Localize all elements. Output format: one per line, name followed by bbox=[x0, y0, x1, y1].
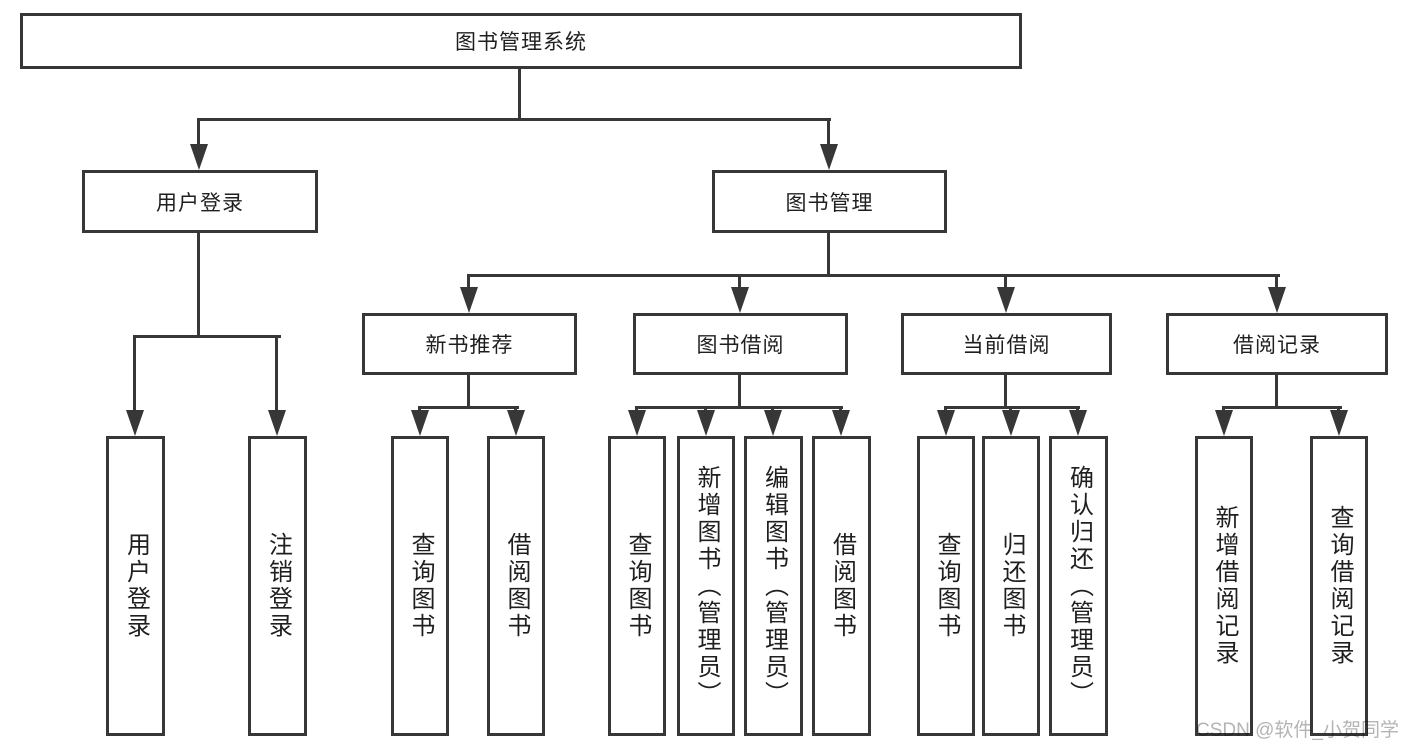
arrow-down-icon bbox=[411, 410, 429, 436]
node-book-management: 图书管理 bbox=[712, 170, 947, 233]
leaf-logout: 注销登录 bbox=[248, 436, 307, 736]
connector-line bbox=[1275, 375, 1278, 408]
arrow-down-icon bbox=[937, 410, 955, 436]
leaf-label: 编辑图书（管理员） bbox=[760, 464, 788, 708]
arrow-down-icon bbox=[731, 287, 749, 313]
arrow-down-icon bbox=[268, 410, 286, 436]
connector-line bbox=[467, 274, 1280, 277]
csdn-watermark: CSDN @软件_小贺同学 bbox=[1196, 720, 1399, 741]
leaf-recommend-borrow-books: 借阅图书 bbox=[487, 436, 545, 736]
arrow-down-icon bbox=[1069, 410, 1087, 436]
leaf-borrow-borrow-books: 借阅图书 bbox=[812, 436, 871, 736]
connector-line bbox=[1004, 375, 1007, 408]
arrow-down-icon bbox=[832, 410, 850, 436]
connector-line bbox=[635, 406, 843, 409]
leaf-user-login: 用户登录 bbox=[106, 436, 165, 736]
connector-line bbox=[197, 118, 831, 121]
node-book-borrow: 图书借阅 bbox=[633, 313, 848, 375]
leaf-borrow-query-books: 查询图书 bbox=[608, 436, 666, 736]
leaf-record-query-record: 查询借阅记录 bbox=[1310, 436, 1368, 736]
leaf-label: 借阅图书 bbox=[503, 532, 530, 640]
connector-line bbox=[467, 375, 470, 408]
leaf-label: 归还图书 bbox=[998, 532, 1025, 640]
arrow-down-icon bbox=[190, 144, 208, 170]
leaf-label: 用户登录 bbox=[122, 532, 150, 640]
leaf-label: 借阅图书 bbox=[828, 532, 856, 640]
arrow-down-icon bbox=[1002, 410, 1020, 436]
leaf-label: 查询图书 bbox=[933, 532, 960, 640]
leaf-label: 查询图书 bbox=[407, 532, 434, 640]
arrow-down-icon bbox=[1268, 287, 1286, 313]
leaf-label: 注销登录 bbox=[264, 532, 292, 640]
connector-line bbox=[275, 335, 278, 413]
arrow-down-icon bbox=[764, 410, 782, 436]
arrow-down-icon bbox=[1330, 410, 1348, 436]
arrow-down-icon bbox=[460, 287, 478, 313]
arrow-down-icon bbox=[1215, 410, 1233, 436]
connector-line bbox=[827, 233, 830, 276]
arrow-down-icon bbox=[126, 410, 144, 436]
connector-line bbox=[518, 69, 521, 118]
leaf-record-add-record: 新增借阅记录 bbox=[1195, 436, 1253, 736]
connector-line bbox=[1004, 274, 1007, 290]
leaf-label: 新增借阅记录 bbox=[1211, 505, 1238, 667]
arrow-down-icon bbox=[997, 287, 1015, 313]
leaf-label: 确认归还（管理员） bbox=[1065, 464, 1093, 708]
arrow-down-icon bbox=[507, 410, 525, 436]
leaf-borrow-add-books-admin: 新增图书（管理员） bbox=[677, 436, 735, 736]
leaf-recommend-query-books: 查询图书 bbox=[391, 436, 449, 736]
node-borrow-record: 借阅记录 bbox=[1166, 313, 1388, 375]
arrow-down-icon bbox=[628, 410, 646, 436]
connector-line bbox=[738, 274, 741, 290]
connector-line bbox=[133, 335, 136, 413]
leaf-borrow-edit-books-admin: 编辑图书（管理员） bbox=[744, 436, 803, 736]
node-user-login: 用户登录 bbox=[82, 170, 318, 233]
leaf-label: 查询图书 bbox=[624, 532, 651, 640]
leaf-current-return-books: 归还图书 bbox=[982, 436, 1040, 736]
connector-line bbox=[197, 233, 200, 337]
node-root-library-system: 图书管理系统 bbox=[20, 13, 1022, 69]
connector-line bbox=[418, 406, 519, 409]
arrow-down-icon bbox=[697, 410, 715, 436]
leaf-label: 新增图书（管理员） bbox=[693, 464, 720, 708]
connector-line bbox=[1275, 274, 1278, 290]
leaf-label: 查询借阅记录 bbox=[1326, 505, 1353, 667]
connector-line bbox=[197, 118, 200, 148]
leaf-current-query-books: 查询图书 bbox=[917, 436, 975, 736]
connector-line bbox=[944, 406, 1080, 409]
connector-line bbox=[467, 274, 470, 290]
node-new-book-recommend: 新书推荐 bbox=[362, 313, 577, 375]
connector-line bbox=[133, 335, 281, 338]
leaf-current-confirm-return-admin: 确认归还（管理员） bbox=[1049, 436, 1108, 736]
connector-line bbox=[827, 118, 830, 148]
connector-line bbox=[738, 375, 741, 408]
arrow-down-icon bbox=[820, 144, 838, 170]
node-current-borrow: 当前借阅 bbox=[901, 313, 1112, 375]
connector-line bbox=[1222, 406, 1342, 409]
